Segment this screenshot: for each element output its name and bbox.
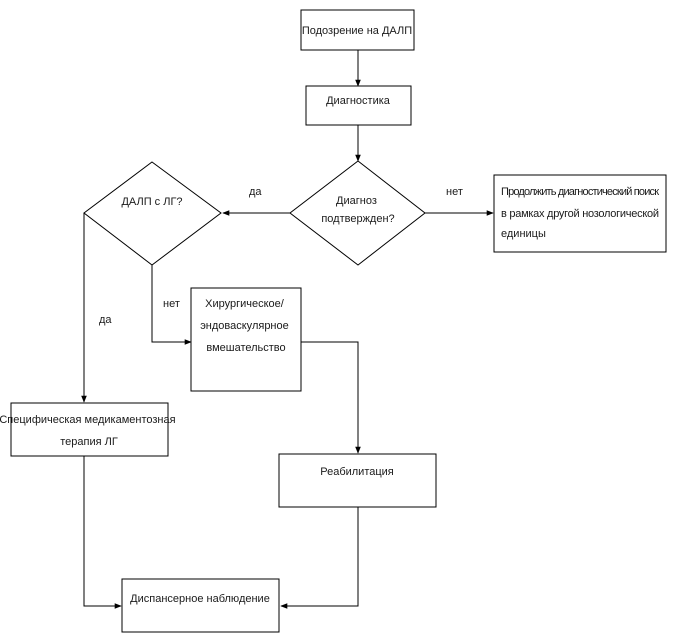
svg-text:Продолжить диагностический пои: Продолжить диагностический поиск в рамка…: [501, 186, 662, 240]
edge-surgery-to-rehab: [301, 341, 361, 454]
node-diagnostics-line: Диагностика: [326, 95, 391, 107]
node-surgery-line-2: эндоваскулярное: [200, 320, 289, 332]
node-continue-search: Продолжить диагностический поиск в рамка…: [493, 174, 667, 253]
edge-rehab-to-followup: [280, 507, 359, 609]
node-confirmed: Диагноз подтвержден?: [289, 160, 426, 266]
node-surgery-line-1: Хирургическое/: [205, 298, 285, 310]
edge-label-yes-confirmed: да: [249, 186, 262, 198]
node-surgery-line-3: вмешательство: [206, 342, 285, 354]
node-therapy: Специфическая медикаментозная терапия ЛГ: [0, 402, 179, 457]
edge-dalp-lg-no-to-surgery: [151, 265, 192, 345]
edge-therapy-to-followup: [83, 456, 122, 609]
node-confirmed-line-2: подтвержден?: [321, 213, 394, 225]
node-suspicion-line: Подозрение на ДАЛП: [302, 25, 412, 37]
node-followup-line: Диспансерное наблюдение: [130, 593, 270, 605]
node-followup: Диспансерное наблюдение: [121, 578, 280, 633]
node-rehab-line: Реабилитация: [320, 466, 394, 478]
node-suspicion: Подозрение на ДАЛП: [300, 9, 415, 51]
node-continue-search-line-2: в рамках другой нозологической: [501, 208, 659, 220]
node-dalp-lg: ДАЛП с ЛГ?: [83, 161, 222, 266]
node-continue-search-line-3: единицы: [501, 228, 546, 240]
edge-labels: да нет да нет: [99, 186, 463, 326]
svg-text:Хирургическое/ эндоваску: Хирургическое/ эндоваскулярное вмешатель…: [200, 298, 292, 354]
edge-label-no-lg: нет: [163, 298, 180, 310]
svg-text:Диспансерное наблюдение: Диспансерное наблюдение: [130, 593, 270, 605]
svg-text:Специфическая медикаментозная: Специфическая медикаментозная терапия ЛГ: [0, 414, 179, 448]
edge-label-no-confirmed: нет: [446, 186, 463, 198]
node-therapy-line-1: Специфическая медикаментозная: [0, 414, 176, 426]
node-confirmed-line-1: Диагноз: [336, 195, 377, 207]
node-surgery: Хирургическое/ эндоваскулярное вмешатель…: [190, 287, 302, 392]
node-therapy-line-2: терапия ЛГ: [60, 436, 118, 448]
node-dalp-lg-line: ДАЛП с ЛГ?: [121, 196, 182, 208]
node-diagnostics: Диагностика: [305, 85, 412, 126]
connectors: [81, 50, 494, 609]
node-rehab: Реабилитация: [278, 453, 437, 508]
svg-text:Диагноз подтвержден?: Диагноз подтвержден?: [321, 195, 394, 225]
edge-label-yes-lg: да: [99, 314, 112, 326]
svg-text:Диагностика: Диагностика: [326, 95, 391, 107]
svg-text:Подозрение на ДАЛП: Подозрение на ДАЛП: [302, 25, 412, 37]
svg-text:ДАЛП с ЛГ?: ДАЛП с ЛГ?: [121, 196, 182, 208]
node-continue-search-line-1: Продолжить диагностический поиск: [501, 186, 659, 198]
svg-text:Реабилитация: Реабилитация: [320, 466, 394, 478]
